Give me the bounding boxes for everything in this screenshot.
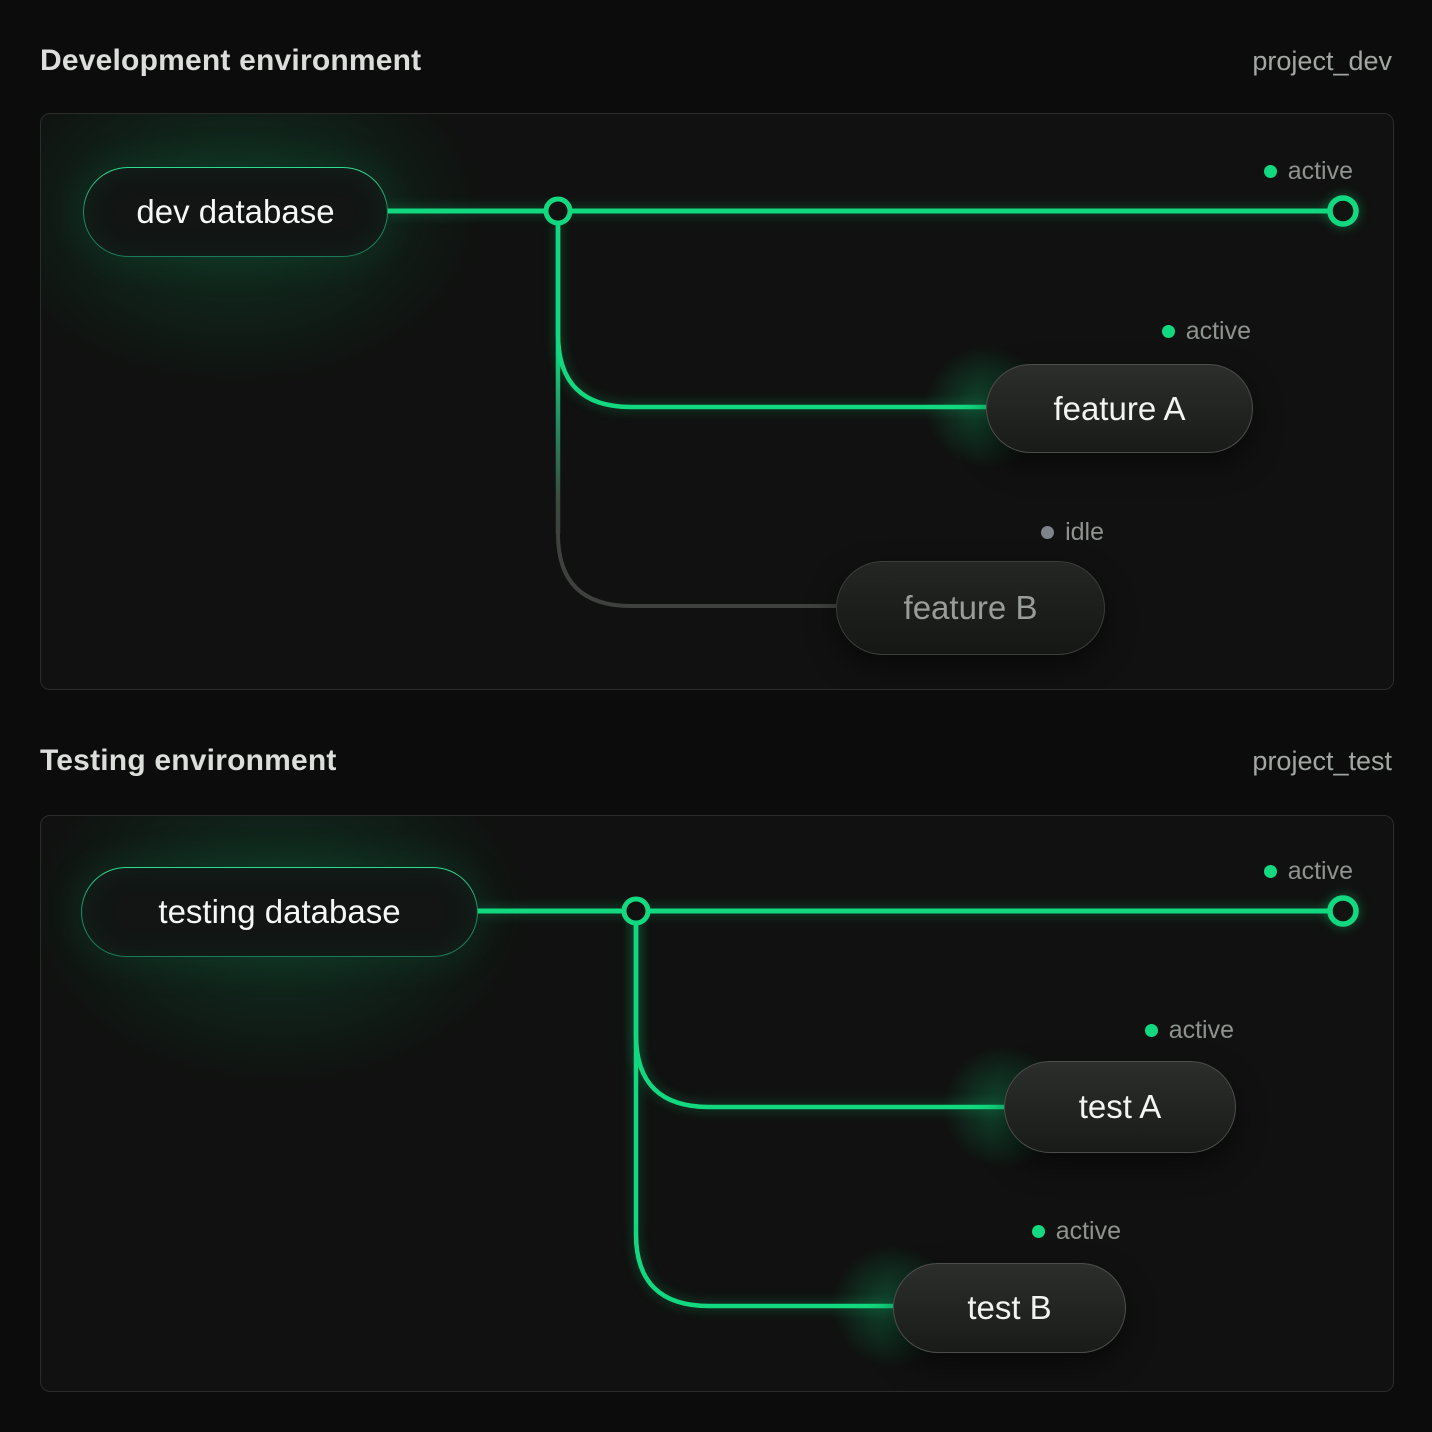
feature-b-label: feature B	[903, 589, 1038, 626]
feature-a-branch-line	[555, 211, 986, 410]
dev-main-endpoint	[1327, 195, 1359, 227]
test-a-label: test A	[1078, 1088, 1162, 1125]
test-section-header: Testing environment project_test	[40, 744, 1392, 778]
test-panel: testing database active active test A ac…	[40, 815, 1394, 1392]
test-a-pill[interactable]: test A	[1004, 1061, 1236, 1153]
dev-main-status-label: active	[1287, 157, 1353, 185]
test-a-status: active	[1144, 1013, 1234, 1047]
test-a-status-label: active	[1168, 1016, 1234, 1044]
active-status-dot-icon	[1263, 164, 1277, 178]
dev-section-title: Development environment	[40, 44, 422, 77]
dev-database-label: dev database	[136, 193, 335, 230]
test-b-status-label: active	[1055, 1217, 1121, 1245]
dev-branch-node	[543, 196, 573, 226]
active-status-dot-icon	[1263, 864, 1277, 878]
test-a-branch-line	[633, 911, 1004, 1110]
feature-b-status: idle	[1041, 515, 1104, 549]
dev-panel: dev database active active feature A idl…	[40, 113, 1394, 690]
test-project-label: project_test	[1252, 746, 1392, 776]
dev-branch-graph	[386, 195, 1359, 608]
test-b-label: test B	[967, 1289, 1052, 1326]
test-main-status-label: active	[1287, 857, 1353, 885]
active-status-dot-icon	[1144, 1023, 1158, 1037]
feature-a-status: active	[1161, 314, 1251, 348]
active-status-dot-icon	[1031, 1224, 1045, 1238]
feature-b-pill[interactable]: feature B	[836, 561, 1105, 655]
test-database-pill[interactable]: testing database	[81, 867, 478, 957]
test-branch-graph	[476, 895, 1359, 1309]
dev-section-header: Development environment project_dev	[40, 44, 1392, 78]
test-main-status: active	[1263, 854, 1353, 888]
dev-main-status: active	[1263, 154, 1353, 188]
idle-status-dot-icon	[1041, 525, 1055, 539]
test-database-label: testing database	[158, 893, 401, 930]
feature-a-label: feature A	[1053, 389, 1186, 427]
feature-b-status-label: idle	[1065, 518, 1104, 546]
test-branch-node	[621, 896, 651, 926]
test-main-endpoint	[1327, 895, 1359, 927]
feature-b-branch-line	[556, 533, 836, 608]
test-section-title: Testing environment	[40, 744, 337, 777]
feature-a-pill[interactable]: feature A	[986, 364, 1253, 453]
active-status-dot-icon	[1161, 324, 1175, 338]
feature-a-status-label: active	[1185, 317, 1251, 345]
test-b-branch-line	[633, 1233, 893, 1309]
test-b-pill[interactable]: test B	[893, 1263, 1126, 1353]
test-b-status: active	[1031, 1214, 1121, 1248]
dev-project-label: project_dev	[1252, 46, 1392, 76]
dev-database-pill[interactable]: dev database	[83, 167, 388, 257]
